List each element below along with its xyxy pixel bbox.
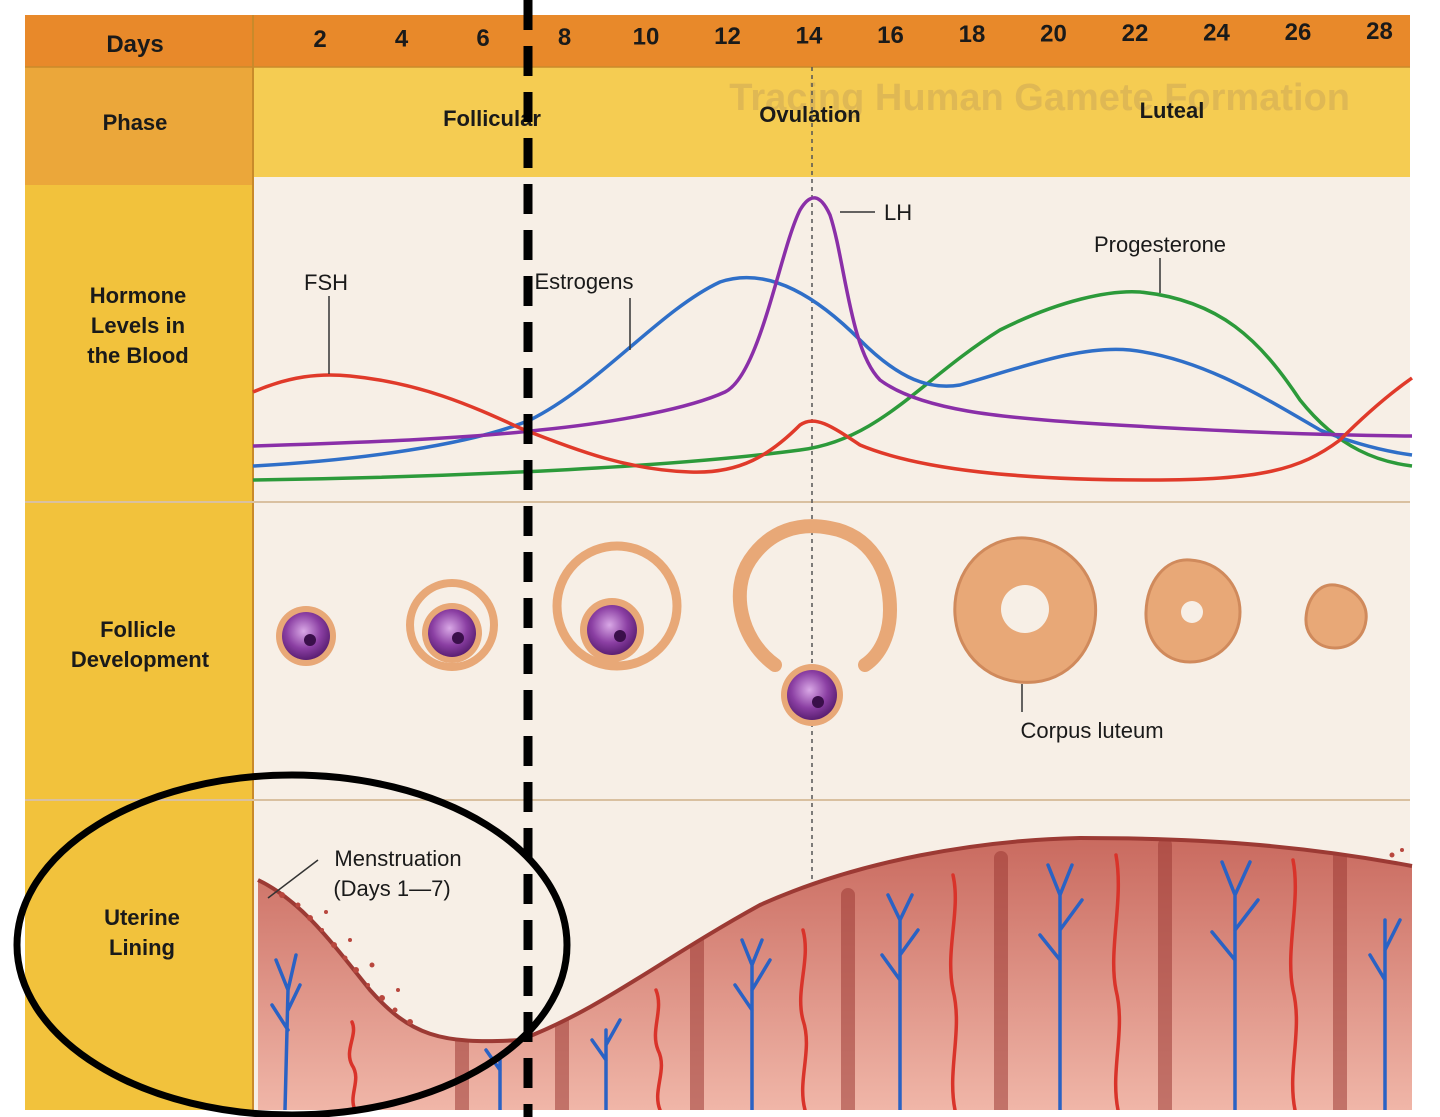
day-tick-12: 12	[714, 23, 741, 50]
corpus-luteum-label: Corpus luteum	[1020, 718, 1163, 743]
day-tick-10: 10	[633, 24, 660, 51]
hormone-label-line-3: the Blood	[87, 343, 188, 368]
primary-follicle	[276, 606, 336, 666]
menstrual-debris	[279, 848, 1404, 1025]
background-heading: Tracing Human Gamete Formation	[729, 77, 1350, 119]
follicle-label-line-1: Follicle	[100, 617, 176, 642]
day-tick-2: 2	[313, 26, 326, 53]
hormone-label-line-2: Levels in	[91, 313, 185, 338]
progesterone-curve	[252, 290, 1413, 482]
phase-ovulation: Ovulation	[759, 102, 860, 127]
corpus-luteum-medium	[1144, 558, 1242, 664]
day-tick-4: 4	[395, 25, 409, 52]
day-tick-26: 26	[1285, 19, 1312, 46]
lh-label: LH	[884, 200, 912, 225]
menstruation-label-line-1: Menstruation	[334, 846, 461, 871]
corpus-luteum-small	[1304, 583, 1368, 650]
corpus-luteum-large	[953, 536, 1098, 684]
progesterone-label: Progesterone	[1094, 232, 1226, 257]
uterine-label-line-1: Uterine	[104, 905, 180, 930]
menstruation-highlight-circle	[13, 771, 571, 1117]
mature-follicle	[552, 541, 682, 671]
day-tick-28: 28	[1366, 18, 1393, 45]
label-column	[25, 15, 253, 1110]
phase-row-label: Phase	[103, 110, 168, 135]
lining-vessels	[270, 838, 1402, 1110]
day-tick-14: 14	[796, 22, 823, 49]
phase-luteal: Luteal	[1140, 98, 1205, 123]
days-header-band	[25, 15, 1410, 67]
day-tick-8: 8	[558, 24, 571, 51]
phase-band	[253, 67, 1410, 177]
uterine-label-line-2: Lining	[109, 935, 175, 960]
follicle-stages: Corpus luteum	[276, 519, 1368, 743]
phase-row: Phase Follicular Ovulation Luteal	[103, 98, 1205, 135]
row-labels: Hormone Levels in the Blood Follicle Dev…	[71, 283, 210, 960]
day-tick-18: 18	[959, 21, 986, 48]
phase-label-cell	[25, 67, 253, 185]
day-tick-20: 20	[1040, 21, 1067, 48]
secondary-follicle	[406, 579, 498, 671]
estrogens-label: Estrogens	[534, 269, 633, 294]
follicle-label-line-2: Development	[71, 647, 210, 672]
fsh-curve	[252, 373, 1414, 482]
fsh-label: FSH	[304, 270, 348, 295]
hormone-label-line-1: Hormone	[90, 283, 187, 308]
hormone-labels: FSH LH Estrogens Progesterone	[304, 200, 1226, 295]
endometrium	[258, 838, 1412, 1110]
uterine-lining: Menstruation (Days 1—7)	[257, 835, 1413, 1110]
day-tick-6: 6	[476, 25, 489, 52]
day-tick-16: 16	[877, 22, 904, 49]
ruptured-follicle	[732, 519, 898, 726]
day-tick-24: 24	[1203, 19, 1230, 46]
lh-curve	[252, 196, 1413, 448]
days-label: Days	[106, 31, 163, 58]
day-tick-22: 22	[1122, 20, 1149, 47]
menstruation-label-line-2: (Days 1—7)	[333, 876, 450, 901]
